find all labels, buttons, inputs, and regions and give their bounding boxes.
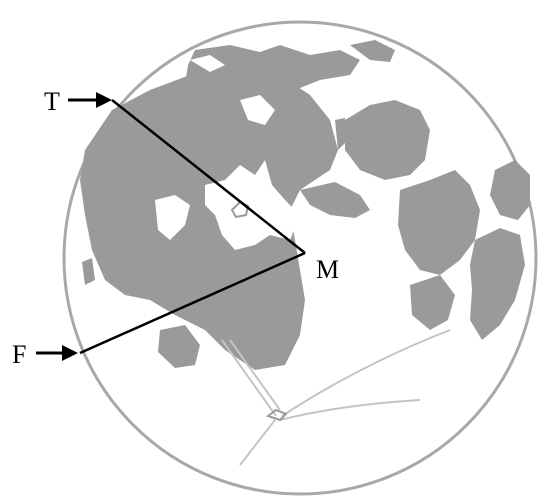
right-arrow-icon [36, 345, 78, 361]
right-arrow-icon [68, 92, 112, 108]
label-m: M [316, 255, 339, 284]
label-f: F [12, 340, 26, 369]
label-t: T [44, 87, 60, 116]
